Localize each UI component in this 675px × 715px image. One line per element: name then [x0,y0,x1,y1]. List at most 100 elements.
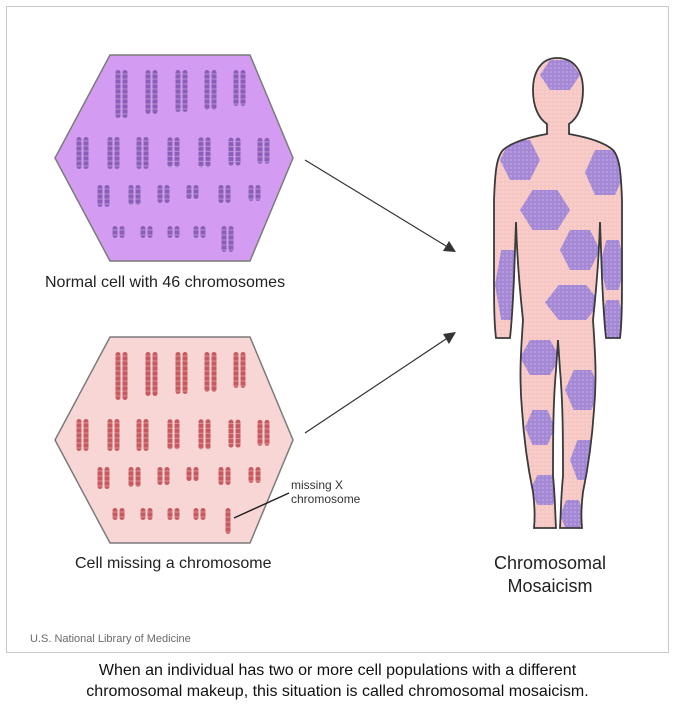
chromosome [107,137,113,169]
chromosome [128,185,134,205]
chromosome [205,137,211,168]
chromosome [228,226,234,252]
mosaic-patch [520,190,570,230]
mosaic-patch [530,475,560,505]
chromosome [140,508,146,520]
chromosome [174,419,180,450]
chromosome [145,70,151,114]
chromosome [175,70,181,112]
chromosome [135,467,141,487]
chromosome [122,70,128,118]
chromosome [145,352,151,396]
mosaic-patch [520,340,560,375]
chromosome [235,137,241,166]
chromosome [218,467,224,485]
missing-x-pointer-line [233,492,290,519]
chromosome [193,185,199,199]
normal-cell-hexagon [54,54,294,262]
chromosome [147,226,153,238]
chromosome [186,185,192,199]
chromosome [193,467,199,481]
chromosome [136,419,142,451]
chromosome [112,226,118,238]
credit-text: U.S. National Library of Medicine [30,633,191,645]
chromosome [140,226,146,238]
mosaic-patch [545,285,600,320]
chromosome [174,137,180,168]
chromosome [76,419,82,451]
chromosome [200,508,206,520]
chromosome [221,226,227,252]
mosaic-patch [540,60,580,90]
chromosome [240,352,246,388]
chromosome [83,137,89,169]
chromosome [205,419,211,450]
chromosome [233,70,239,106]
chromosome [225,185,231,203]
body-title: Chromosomal Mosaicism [493,553,607,596]
chromosome [97,467,103,489]
chromosome [122,352,128,400]
chromosome [255,185,261,201]
missing-cell-caption: Cell missing a chromosome [75,555,272,572]
chromosome [152,352,158,396]
chromosome [228,419,234,448]
chromosome [225,467,231,485]
chromosome [136,137,142,169]
chromosome [198,419,204,450]
chromosome [167,419,173,450]
chromosome [104,185,110,207]
chromosome [228,137,234,166]
chromosome [240,70,246,106]
chromosome [175,352,181,394]
arrow-missing-to-body [304,332,456,434]
chromosome [157,467,163,485]
missing-cell-chromosomes [76,352,270,534]
missing-x-label: missing X chromosome [291,478,361,506]
chromosome [200,226,206,238]
mosaic-patch [565,370,600,410]
footer-caption: When an individual has two or more cell … [86,662,589,700]
chromosome [193,226,199,238]
chromosome [83,419,89,451]
chromosome [115,352,121,400]
chromosome [248,185,254,201]
mosaic-patch [600,240,622,290]
chromosome [112,508,118,520]
chromosome [204,70,210,110]
chromosome [167,137,173,168]
chromosome [264,137,270,164]
chromosome [233,352,239,388]
missing-cell-hexagon [54,336,294,544]
chromosome [164,185,170,203]
normal-cell-chromosomes [76,70,270,252]
chromosome [135,185,141,205]
chromosome [255,467,261,483]
chromosome [235,419,241,448]
chromosome [218,185,224,203]
chromosome [115,70,121,118]
chromosome [211,352,217,392]
chromosome [152,70,158,114]
chromosome [182,352,188,394]
chromosome [204,352,210,392]
chromosome [119,226,125,238]
chromosome [128,467,134,487]
chromosome [264,419,270,446]
chromosome [167,226,173,238]
chromosome [147,508,153,520]
chromosome [97,185,103,207]
chromosome [104,467,110,489]
chromosome [76,137,82,169]
chromosome [114,137,120,169]
arrow-normal-to-body [304,159,456,252]
human-body-figure [493,57,623,529]
chromosome [257,419,263,446]
normal-cell-caption: Normal cell with 46 chromosomes [45,274,286,291]
chromosome [157,185,163,203]
mosaic-patch [560,500,585,528]
chromosome [248,467,254,483]
chromosome [174,226,180,238]
chromosome [257,137,263,164]
